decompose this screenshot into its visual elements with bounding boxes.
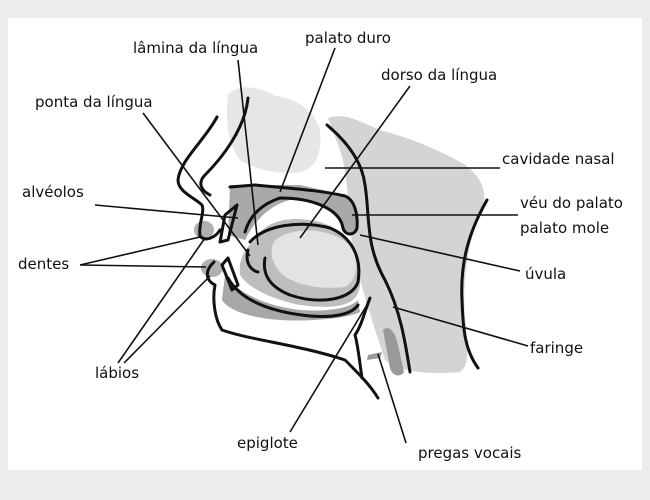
- pointer-pregas: [377, 353, 407, 444]
- label-lamina: lâmina da língua: [133, 39, 258, 57]
- pointer-palato-duro: [279, 47, 336, 193]
- palate-outline: [228, 183, 359, 236]
- label-ponta: ponta da língua: [35, 93, 153, 111]
- lower-lip-shape: [201, 259, 223, 277]
- nasal-cavity-shape: [226, 87, 321, 173]
- teeth-lower-outline: [220, 256, 240, 292]
- tongue-dorsum-shape: [271, 230, 357, 288]
- nose-outline: [176, 115, 222, 241]
- label-pregas: pregas vocais: [418, 444, 522, 462]
- pharynx-back-outline: [460, 198, 489, 370]
- nose-inner-outline: [199, 96, 250, 197]
- pointer-dentes-lower: [79, 264, 207, 268]
- vocal-folds-shape: [383, 328, 404, 376]
- label-palato-mole: palato mole: [520, 219, 609, 237]
- jaw-shape: [222, 275, 360, 321]
- pointer-lamina: [237, 59, 259, 246]
- palate-shape: [228, 185, 357, 240]
- pointer-dorso: [299, 85, 411, 239]
- teeth-upper-outline: [218, 203, 239, 244]
- jaw-outline: [226, 276, 360, 318]
- tongue-outline: [248, 222, 361, 302]
- pointer-uvula: [359, 234, 521, 272]
- label-faringe: faringe: [530, 339, 583, 357]
- pointer-labios-upper: [117, 237, 206, 364]
- label-dorso: dorso da língua: [381, 66, 497, 84]
- epiglottis-outline: [353, 296, 372, 380]
- pointer-alveolos: [94, 204, 239, 219]
- label-epiglote: epiglote: [237, 434, 298, 452]
- pointer-epiglote: [289, 299, 371, 433]
- label-labios: lábios: [95, 364, 139, 382]
- pharynx-front-outline: [325, 123, 412, 374]
- pointer-labios-lower: [123, 275, 211, 364]
- label-alveolos: alvéolos: [22, 183, 84, 201]
- pointer-ponta: [142, 112, 251, 257]
- pointer-dentes-upper: [79, 236, 201, 266]
- label-cavidade: cavidade nasal: [502, 150, 615, 168]
- label-dentes: dentes: [18, 255, 69, 273]
- lower-face-outline: [205, 260, 380, 400]
- label-palato-duro: palato duro: [305, 29, 391, 47]
- pointer-faringe: [392, 306, 529, 347]
- label-veu: véu do palato: [520, 194, 623, 212]
- label-uvula: úvula: [525, 265, 566, 283]
